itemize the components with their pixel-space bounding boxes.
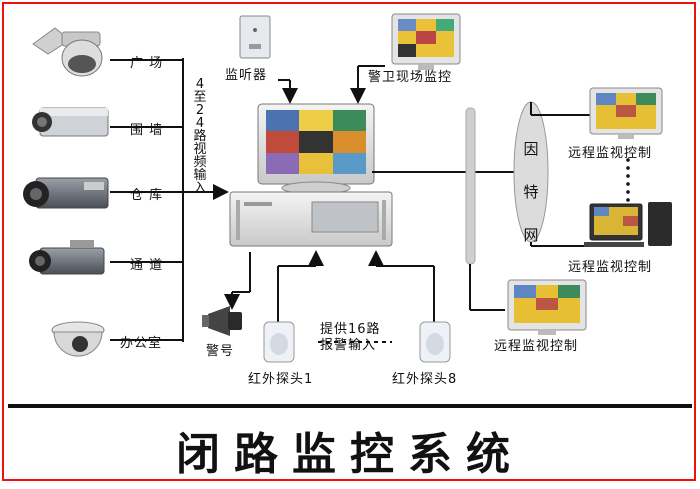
desktop-computer-icon bbox=[584, 202, 672, 247]
internet-label: 因特网 bbox=[523, 140, 539, 244]
ptz-dome-camera-icon bbox=[32, 27, 103, 77]
alarm-input-label-line2: 报警输入 bbox=[320, 338, 377, 353]
monitor-icon bbox=[391, 13, 461, 70]
listening-device-label: 监听器 bbox=[225, 68, 268, 83]
box-camera-icon bbox=[23, 177, 109, 209]
title-divider bbox=[8, 404, 692, 408]
continuation-dots bbox=[626, 158, 630, 202]
sensor-label-8: 红外探头8 bbox=[392, 372, 458, 387]
video-input-label: 4至24路视频输入 bbox=[193, 77, 207, 196]
monitor-icon bbox=[507, 279, 587, 335]
sensor-label-1: 红外探头1 bbox=[248, 372, 314, 387]
alarm-label: 警号 bbox=[206, 344, 235, 359]
guard-monitor-label: 警卫现场监控 bbox=[368, 70, 453, 85]
box-camera-icon bbox=[32, 107, 109, 137]
infrared-sensor-icon bbox=[263, 321, 295, 363]
listening-device-icon bbox=[239, 15, 271, 59]
siren-icon bbox=[202, 306, 242, 336]
control-host-computer bbox=[229, 103, 393, 247]
dome-camera-icon bbox=[51, 321, 105, 357]
remote-control-label-2: 远程监视控制 bbox=[568, 260, 653, 275]
camera-label-warehouse: 仓 库 bbox=[130, 188, 164, 203]
monitor-icon bbox=[589, 87, 663, 139]
camera-label-office: 办公室 bbox=[120, 336, 163, 351]
remote-control-label-3: 远程监视控制 bbox=[494, 339, 579, 354]
remote-control-label-1: 远程监视控制 bbox=[568, 146, 653, 161]
camera-wiring bbox=[110, 58, 229, 342]
alarm-input-label-line1: 提供16路 bbox=[320, 322, 381, 337]
camera-label-plaza: 广 场 bbox=[130, 56, 164, 71]
box-camera-icon bbox=[29, 240, 105, 275]
camera-label-corridor: 通 道 bbox=[130, 258, 164, 273]
page-title: 闭路监控系统 bbox=[176, 429, 524, 480]
remote-wiring bbox=[530, 102, 590, 247]
network-backbone bbox=[465, 107, 476, 265]
camera-label-wall: 围 墙 bbox=[130, 123, 164, 138]
infrared-sensor-icon bbox=[419, 321, 451, 363]
